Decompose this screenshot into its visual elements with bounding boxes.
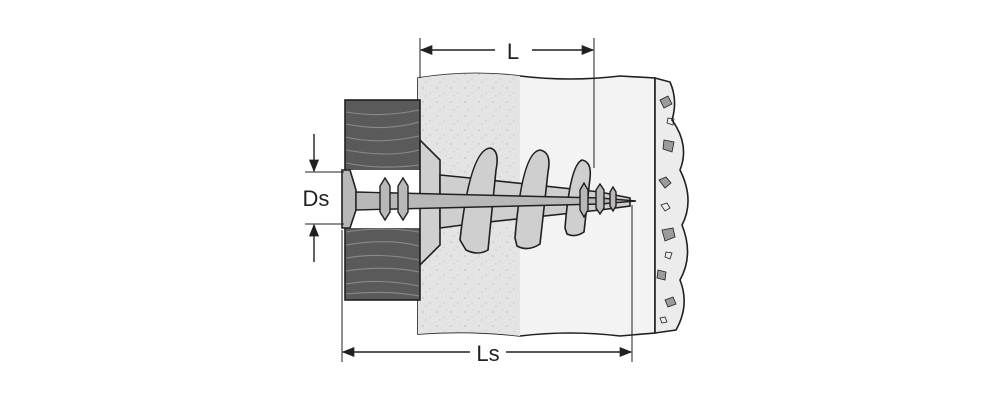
screw [355,176,637,222]
dimension-ls-label: Ls [476,341,499,366]
dimension-l-label: L [507,39,519,64]
concrete-wall [654,76,689,334]
dimension-ds-label: Ds [303,186,330,211]
dimension-ds: Ds [303,134,344,262]
dimension-ls: Ls [341,205,633,366]
dimension-l: L [419,38,595,168]
